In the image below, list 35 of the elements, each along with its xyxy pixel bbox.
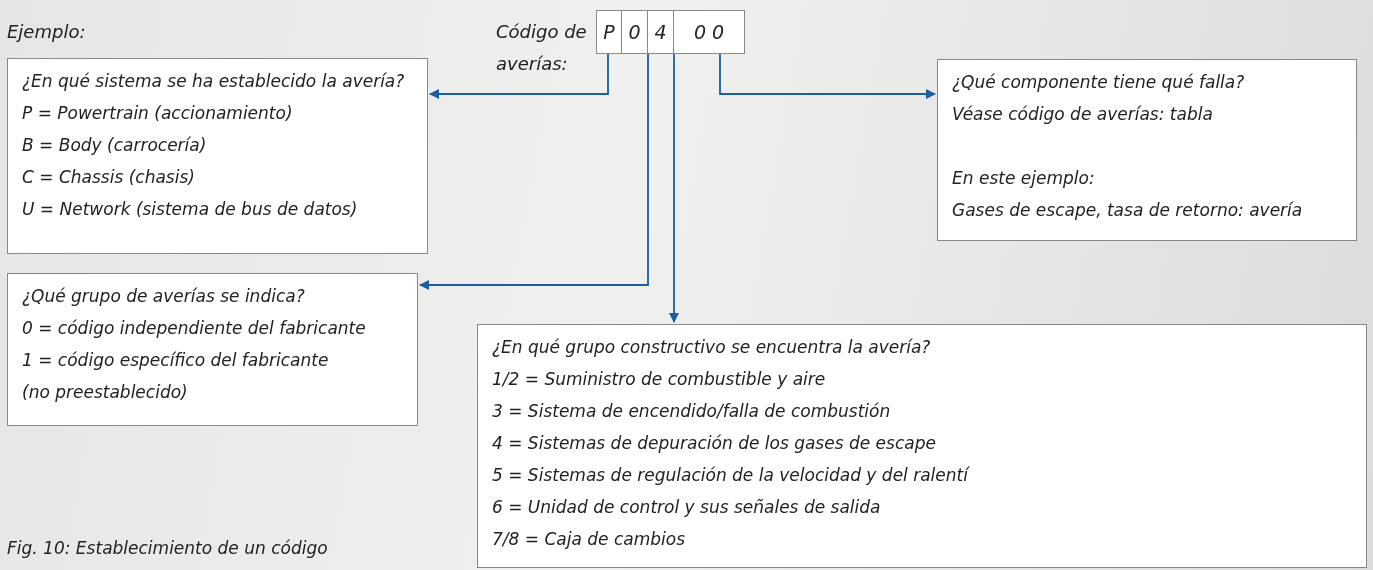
code-label: Código de averías: xyxy=(496,20,588,76)
description-text: 4 = Sistemas de depuración de los gases de escape xyxy=(492,432,937,455)
example-label: Ejemplo: xyxy=(7,20,87,44)
info-box xyxy=(7,273,418,426)
description-text: En este ejemplo: xyxy=(952,167,1096,190)
arrow xyxy=(669,53,679,323)
code-character-box: 4 xyxy=(647,10,674,54)
arrow xyxy=(419,53,649,290)
info-box xyxy=(7,58,428,254)
code-character-box: 0 0 xyxy=(673,10,745,54)
question-text: ¿Qué componente tiene qué falla? xyxy=(952,71,1246,94)
info-box xyxy=(477,324,1367,568)
description-text: P = Powertrain (accionamiento) xyxy=(22,102,294,125)
description-text: 7/8 = Caja de cambios xyxy=(492,528,686,551)
description-text: 0 = código independiente del fabricante xyxy=(22,317,367,340)
arrow xyxy=(719,53,936,99)
figure-caption: Fig. 10: Establecimiento de un código xyxy=(7,537,328,560)
code-character-box: 0 xyxy=(621,10,648,54)
description-text: Gases de escape, tasa de retorno: avería xyxy=(952,199,1304,222)
arrow xyxy=(429,53,609,99)
info-box xyxy=(937,59,1357,241)
description-text: 5 = Sistemas de regulación de la velocidad y del ralentí xyxy=(492,464,971,487)
question-text: ¿Qué grupo de averías se indica? xyxy=(22,285,306,308)
description-text: 1/2 = Suministro de combustible y aire xyxy=(492,368,827,391)
question-text: ¿En qué grupo constructivo se encuentra la avería? xyxy=(492,336,932,359)
description-text: C = Chassis (chasis) xyxy=(22,166,196,189)
description-text: (no preestablecido) xyxy=(22,381,189,404)
code-character-box: P xyxy=(596,10,622,54)
description-text: B = Body (carrocería) xyxy=(22,134,208,157)
description-text: 3 = Sistema de encendido/falla de combustión xyxy=(492,400,892,423)
description-text: U = Network (sistema de bus de datos) xyxy=(22,198,359,221)
description-text: Véase código de averías: tabla xyxy=(952,103,1214,126)
description-text: 1 = código específico del fabricante xyxy=(22,349,330,372)
question-text: ¿En qué sistema se ha establecido la avería? xyxy=(22,70,406,93)
description-text: 6 = Unidad de control y sus señales de salida xyxy=(492,496,882,519)
